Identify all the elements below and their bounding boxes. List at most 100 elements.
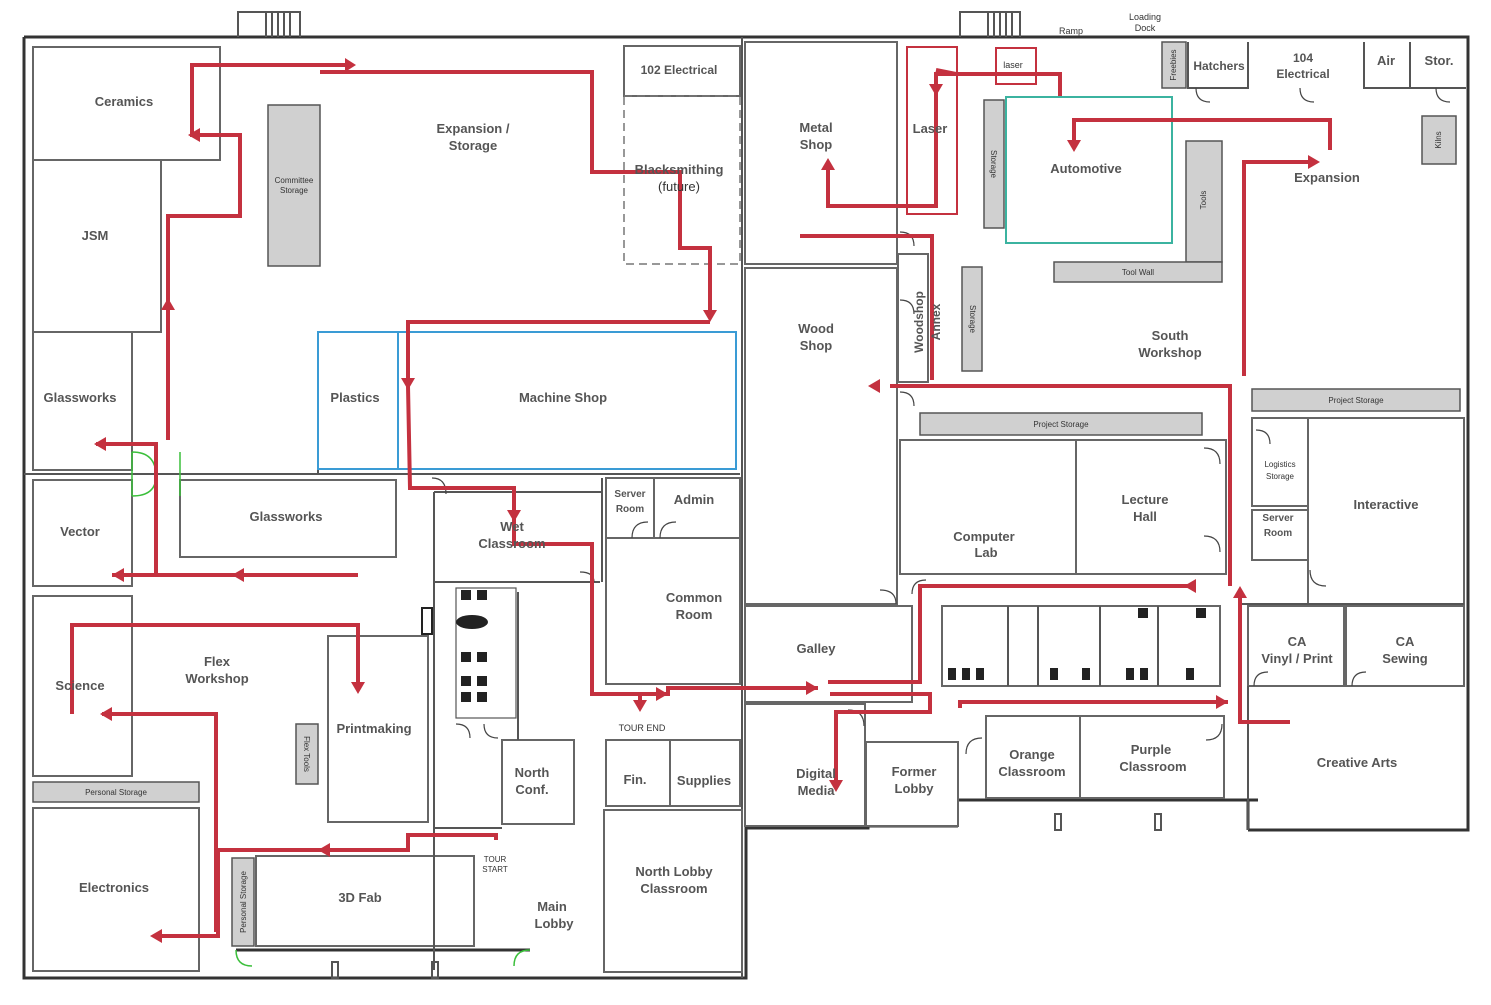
- laser-area: [906, 46, 958, 215]
- flex-tools-bar: [295, 723, 319, 785]
- storage-bar-2: [961, 266, 983, 372]
- 102-electrical-room: [623, 45, 741, 97]
- metal-shop-label-2: Shop: [800, 137, 833, 152]
- storage-bar-1: [983, 99, 1005, 229]
- orange-classroom: [985, 715, 1081, 799]
- blacksmithing-area: [623, 95, 741, 265]
- laser-small-label: laser: [1003, 60, 1023, 70]
- loading-dock-label-2: Dock: [1135, 23, 1156, 33]
- purple-classroom-label-2: Classroom: [1119, 759, 1186, 774]
- 3d-fab-room: [255, 855, 475, 947]
- arrow-head: [94, 437, 106, 451]
- arrow-head: [112, 568, 124, 582]
- 3d-fab-label: 3D Fab: [338, 890, 381, 905]
- storage-vertical-1-label: Storage: [989, 150, 998, 179]
- electrical-104-label-1: 104: [1293, 51, 1313, 65]
- wet-classroom-label-2: Classroom: [478, 536, 545, 551]
- project-storage-east-label: Project Storage: [1328, 396, 1384, 405]
- fin-label: Fin.: [623, 772, 646, 787]
- electronics-room: [32, 807, 200, 972]
- electrical-102-label: 102 Electrical: [641, 63, 718, 77]
- expansion-storage-label-2: Storage: [449, 138, 497, 153]
- arrow-head: [1216, 695, 1228, 709]
- automotive-label: Automotive: [1050, 161, 1122, 176]
- woodshop-annex-label-1: Woodshop: [912, 291, 926, 353]
- laser-label: Laser: [913, 121, 948, 136]
- tour-route: [70, 58, 1332, 943]
- project-storage-center-label: Project Storage: [1033, 420, 1089, 429]
- arrow-head: [188, 128, 200, 142]
- former-lobby-label-2: Lobby: [895, 781, 935, 796]
- tools-label: Tools: [1199, 191, 1208, 210]
- arrow-head: [633, 700, 647, 712]
- printmaking-label: Printmaking: [336, 721, 411, 736]
- metal-shop-room: [744, 41, 898, 265]
- north-lobby-classroom-label-1: North Lobby: [635, 864, 713, 879]
- logistics-storage-room: [1251, 417, 1309, 507]
- science-label: Science: [55, 678, 104, 693]
- arrow-head: [821, 158, 835, 170]
- supplies-label: Supplies: [677, 773, 731, 788]
- east-restroom-fixtures: [948, 608, 1206, 680]
- arrow-head: [345, 58, 356, 72]
- committee-storage-bar: [267, 104, 321, 267]
- south-workshop-label-1: South: [1152, 328, 1189, 343]
- west-wing: [24, 37, 743, 978]
- interactive-room: [1307, 417, 1465, 605]
- laser-small-area: [995, 47, 1037, 85]
- expansion-storage-label-1: Expansion /: [437, 121, 510, 136]
- plastics-label: Plastics: [330, 390, 379, 405]
- common-room-label-2: Room: [676, 607, 713, 622]
- server-room-north-label-2: Room: [616, 504, 644, 515]
- arrow-head: [829, 780, 843, 792]
- flex-workshop-label-1: Flex: [204, 654, 231, 669]
- creative-arts-label: Creative Arts: [1317, 755, 1397, 770]
- ca-sewing-room: [1345, 605, 1465, 687]
- tour-end-label: TOUR END: [619, 723, 666, 733]
- former-lobby-label-1: Former: [892, 764, 937, 779]
- server-room-north-label-1: Server: [614, 489, 645, 500]
- restroom-block: [941, 605, 1221, 687]
- arrow-head: [1184, 579, 1196, 593]
- air-label: Air: [1377, 53, 1395, 68]
- south-lobby-door: [513, 949, 531, 967]
- personal-storage-vertical: [231, 857, 255, 947]
- glassworks-west-room: [32, 331, 133, 471]
- arrow-head: [929, 84, 943, 96]
- kilns-bar: [1421, 115, 1457, 165]
- purple-classroom-label-1: Purple: [1131, 742, 1171, 757]
- arrow-head: [1067, 140, 1081, 152]
- arrow-head: [1233, 586, 1247, 598]
- vector-label: Vector: [60, 524, 100, 539]
- logistics-storage-label-1: Logistics: [1264, 460, 1295, 469]
- glassworks-center-room: [179, 479, 397, 558]
- project-storage-east-bar: [1251, 388, 1461, 412]
- computer-lab-room: [899, 439, 1077, 575]
- woodshop-annex-label-2: Annex: [929, 303, 943, 340]
- north-lobby-classroom: [603, 809, 743, 973]
- north-conf-label-2: Conf.: [515, 782, 548, 797]
- orange-classroom-label-2: Classroom: [998, 764, 1065, 779]
- ceramics-room: [32, 46, 221, 161]
- server-room-north: [605, 477, 655, 539]
- arrow-head: [806, 681, 818, 695]
- ca-vinyl-print-label-1: CA: [1288, 634, 1307, 649]
- freebies-bar: [1161, 41, 1187, 89]
- project-storage-center-bar: [919, 412, 1203, 436]
- tool-wall-bar: [1053, 261, 1223, 283]
- tour-start-label-2: START: [482, 865, 508, 874]
- arrow-head: [507, 510, 521, 522]
- arrow-head: [150, 929, 162, 943]
- server-room-south-label-2: Room: [1264, 528, 1292, 539]
- digital-media-label-2: Media: [798, 783, 836, 798]
- digital-media-label-1: Digital: [796, 766, 836, 781]
- main-lobby-label-2: Lobby: [535, 916, 575, 931]
- jsm-room: [32, 159, 162, 333]
- north-conf-room: [501, 739, 575, 825]
- lecture-hall-label-1: Lecture: [1122, 492, 1169, 507]
- arrow-head: [351, 682, 365, 694]
- freebies-label: Freebies: [1169, 49, 1178, 80]
- orange-classroom-label-1: Orange: [1009, 747, 1055, 762]
- wood-shop-label-2: Shop: [800, 338, 833, 353]
